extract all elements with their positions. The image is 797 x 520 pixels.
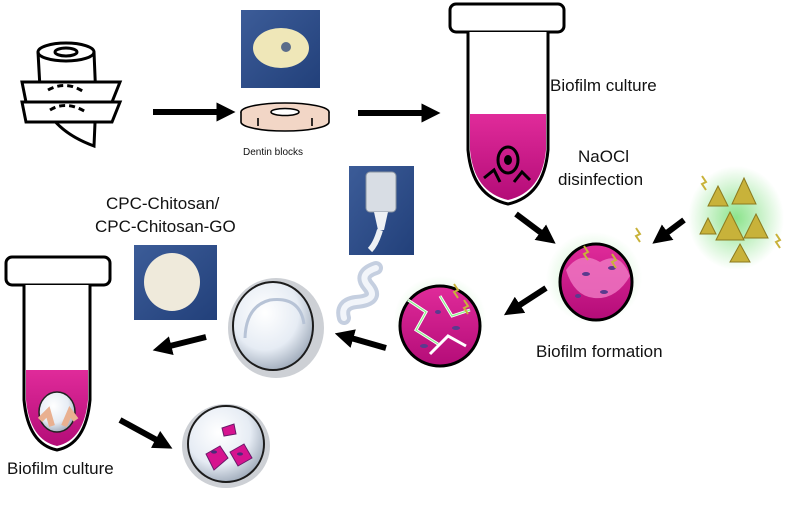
biofilm-culture-top-label: Biofilm culture	[550, 76, 657, 95]
biofilm-formation-label: Biofilm formation	[536, 342, 663, 361]
naocl-label-line1: NaOCl	[578, 147, 630, 166]
disinfectant-drops-icon	[688, 166, 784, 270]
arrow-3	[514, 211, 556, 244]
result-disc	[182, 404, 270, 488]
biofilm-block-disinfected	[546, 227, 642, 324]
arrow-5	[503, 285, 548, 316]
dentin-block-photo	[241, 10, 320, 88]
tube-icon	[4, 255, 112, 452]
cpc-label-line1: CPC-Chitosan/	[106, 194, 220, 213]
bacteria-icon	[205, 423, 253, 471]
dentin-blocks-label: Dentin blocks	[243, 147, 304, 158]
dentin-disc-icon	[240, 102, 330, 132]
arrow-8	[118, 417, 173, 449]
tooth-root-icon	[20, 41, 123, 149]
arrow-7	[152, 334, 207, 355]
arrow-6	[334, 329, 387, 351]
syringe-icon	[349, 166, 414, 255]
biofilm-culture-bottom-label: Biofilm culture	[7, 459, 114, 478]
cement-disc	[228, 278, 324, 378]
cpc-label-line2: CPC-Chitosan-GO	[95, 217, 236, 236]
cpc-chitosan-photo	[134, 245, 217, 320]
naocl-label-line2: disinfection	[558, 170, 644, 189]
biofilm-formation-block	[394, 276, 486, 368]
arrow-4	[652, 217, 686, 244]
tube-icon	[448, 2, 566, 206]
